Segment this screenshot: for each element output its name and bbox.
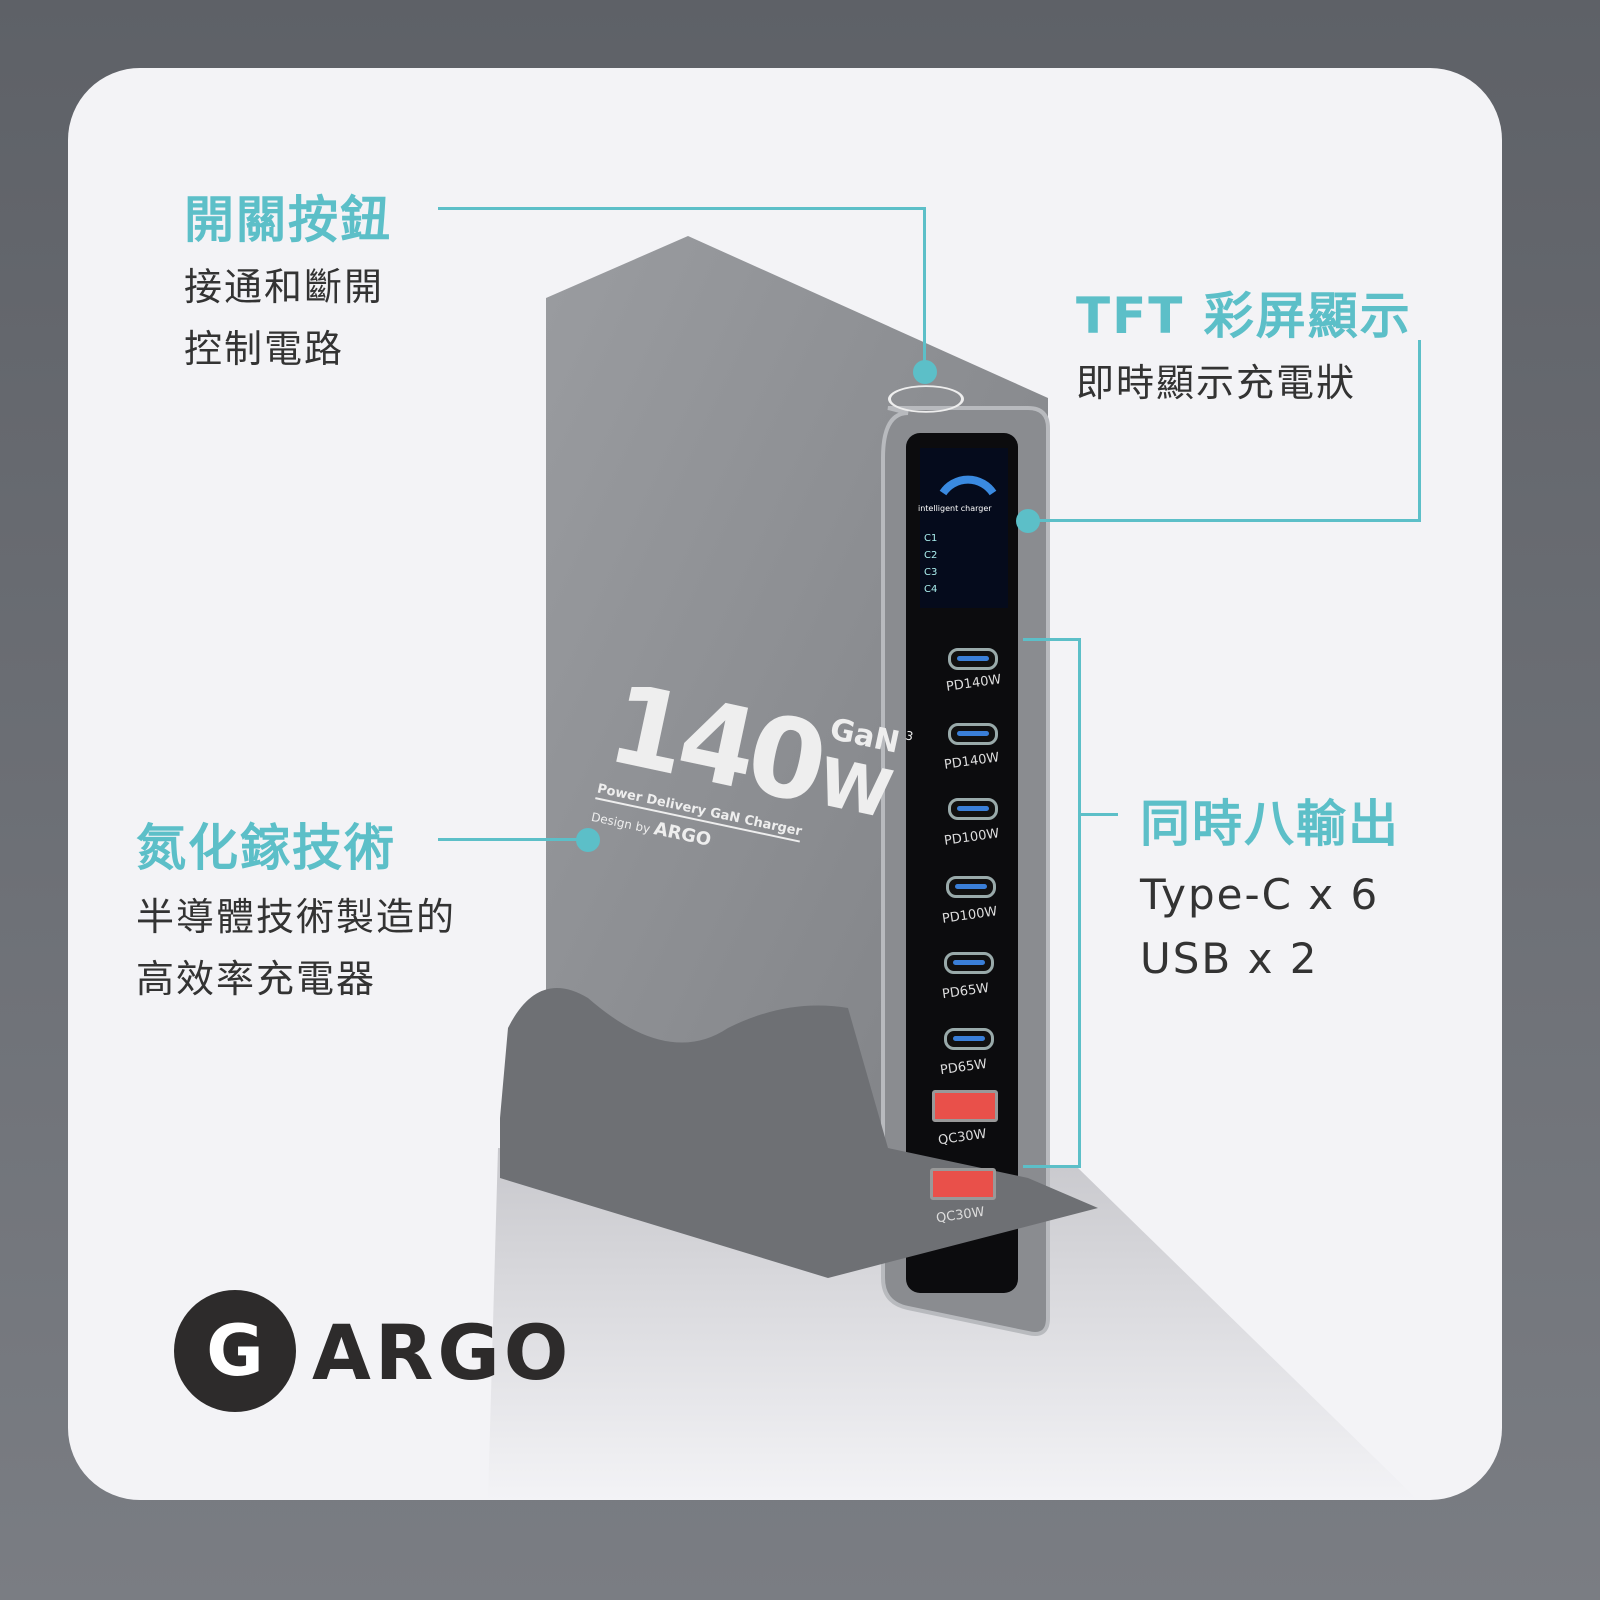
callout-line	[1023, 638, 1081, 641]
usb-c-port	[948, 648, 998, 670]
callout-line	[1418, 340, 1421, 522]
usb-a-port	[930, 1168, 996, 1200]
brand-name: ARGO	[312, 1308, 573, 1397]
usb-c-port	[948, 798, 998, 820]
usb-c-port	[946, 876, 996, 898]
channel-label: C3	[924, 567, 938, 578]
desc-line: 半導體技術製造的	[136, 895, 457, 939]
power-button-marker	[913, 360, 937, 384]
charger-illustration	[488, 236, 1418, 1500]
usb-c-port	[944, 952, 994, 974]
usb-c-port	[944, 1028, 994, 1050]
outputs-title: 同時八輸出	[1140, 795, 1400, 853]
desc-line: USB x 2	[1140, 934, 1319, 983]
desc-line: 即時顯示充電狀	[1076, 361, 1357, 405]
callout-line	[1078, 813, 1118, 816]
power-button-ring	[888, 385, 964, 413]
callout-line	[438, 838, 588, 841]
infographic-card: intelligent charger C1 C2 C3 C4 140 GaN …	[68, 68, 1502, 1500]
power-button-title: 開關按鈕	[184, 191, 392, 249]
tft-marker	[1016, 509, 1040, 533]
tft-desc: 即時顯示充電狀	[1076, 352, 1356, 414]
outputs-desc: Type-C x 6 USB x 2	[1140, 863, 1379, 991]
gan-title: 氮化鎵技術	[136, 819, 396, 877]
tft-title: TFT 彩屏顯示	[1076, 287, 1412, 345]
desc-line: 接通和斷開	[184, 265, 385, 309]
power-button-desc: 接通和斷開 控制電路	[184, 256, 384, 380]
usb-c-port	[948, 723, 998, 745]
gan-marker	[576, 828, 600, 852]
usb-a-port	[932, 1090, 998, 1122]
desc-line: 高效率充電器	[136, 957, 377, 1001]
channel-label: C4	[924, 584, 938, 595]
gan-desc: 半導體技術製造的 高效率充電器	[136, 886, 456, 1010]
callout-line	[1028, 519, 1421, 522]
callout-line	[1023, 1165, 1081, 1168]
unit: W	[811, 743, 899, 834]
channel-label: C1	[924, 533, 938, 544]
callout-line	[1078, 638, 1081, 1168]
screen-label: intelligent charger	[918, 504, 992, 513]
callout-line	[438, 207, 926, 210]
channel-label: C2	[924, 550, 938, 561]
screen-channels: C1 C2 C3 C4	[924, 530, 944, 598]
argo-logo-icon: G	[174, 1290, 296, 1412]
callout-line	[923, 207, 926, 367]
desc-line: 控制電路	[184, 327, 345, 371]
desc-line: Type-C x 6	[1140, 870, 1380, 919]
